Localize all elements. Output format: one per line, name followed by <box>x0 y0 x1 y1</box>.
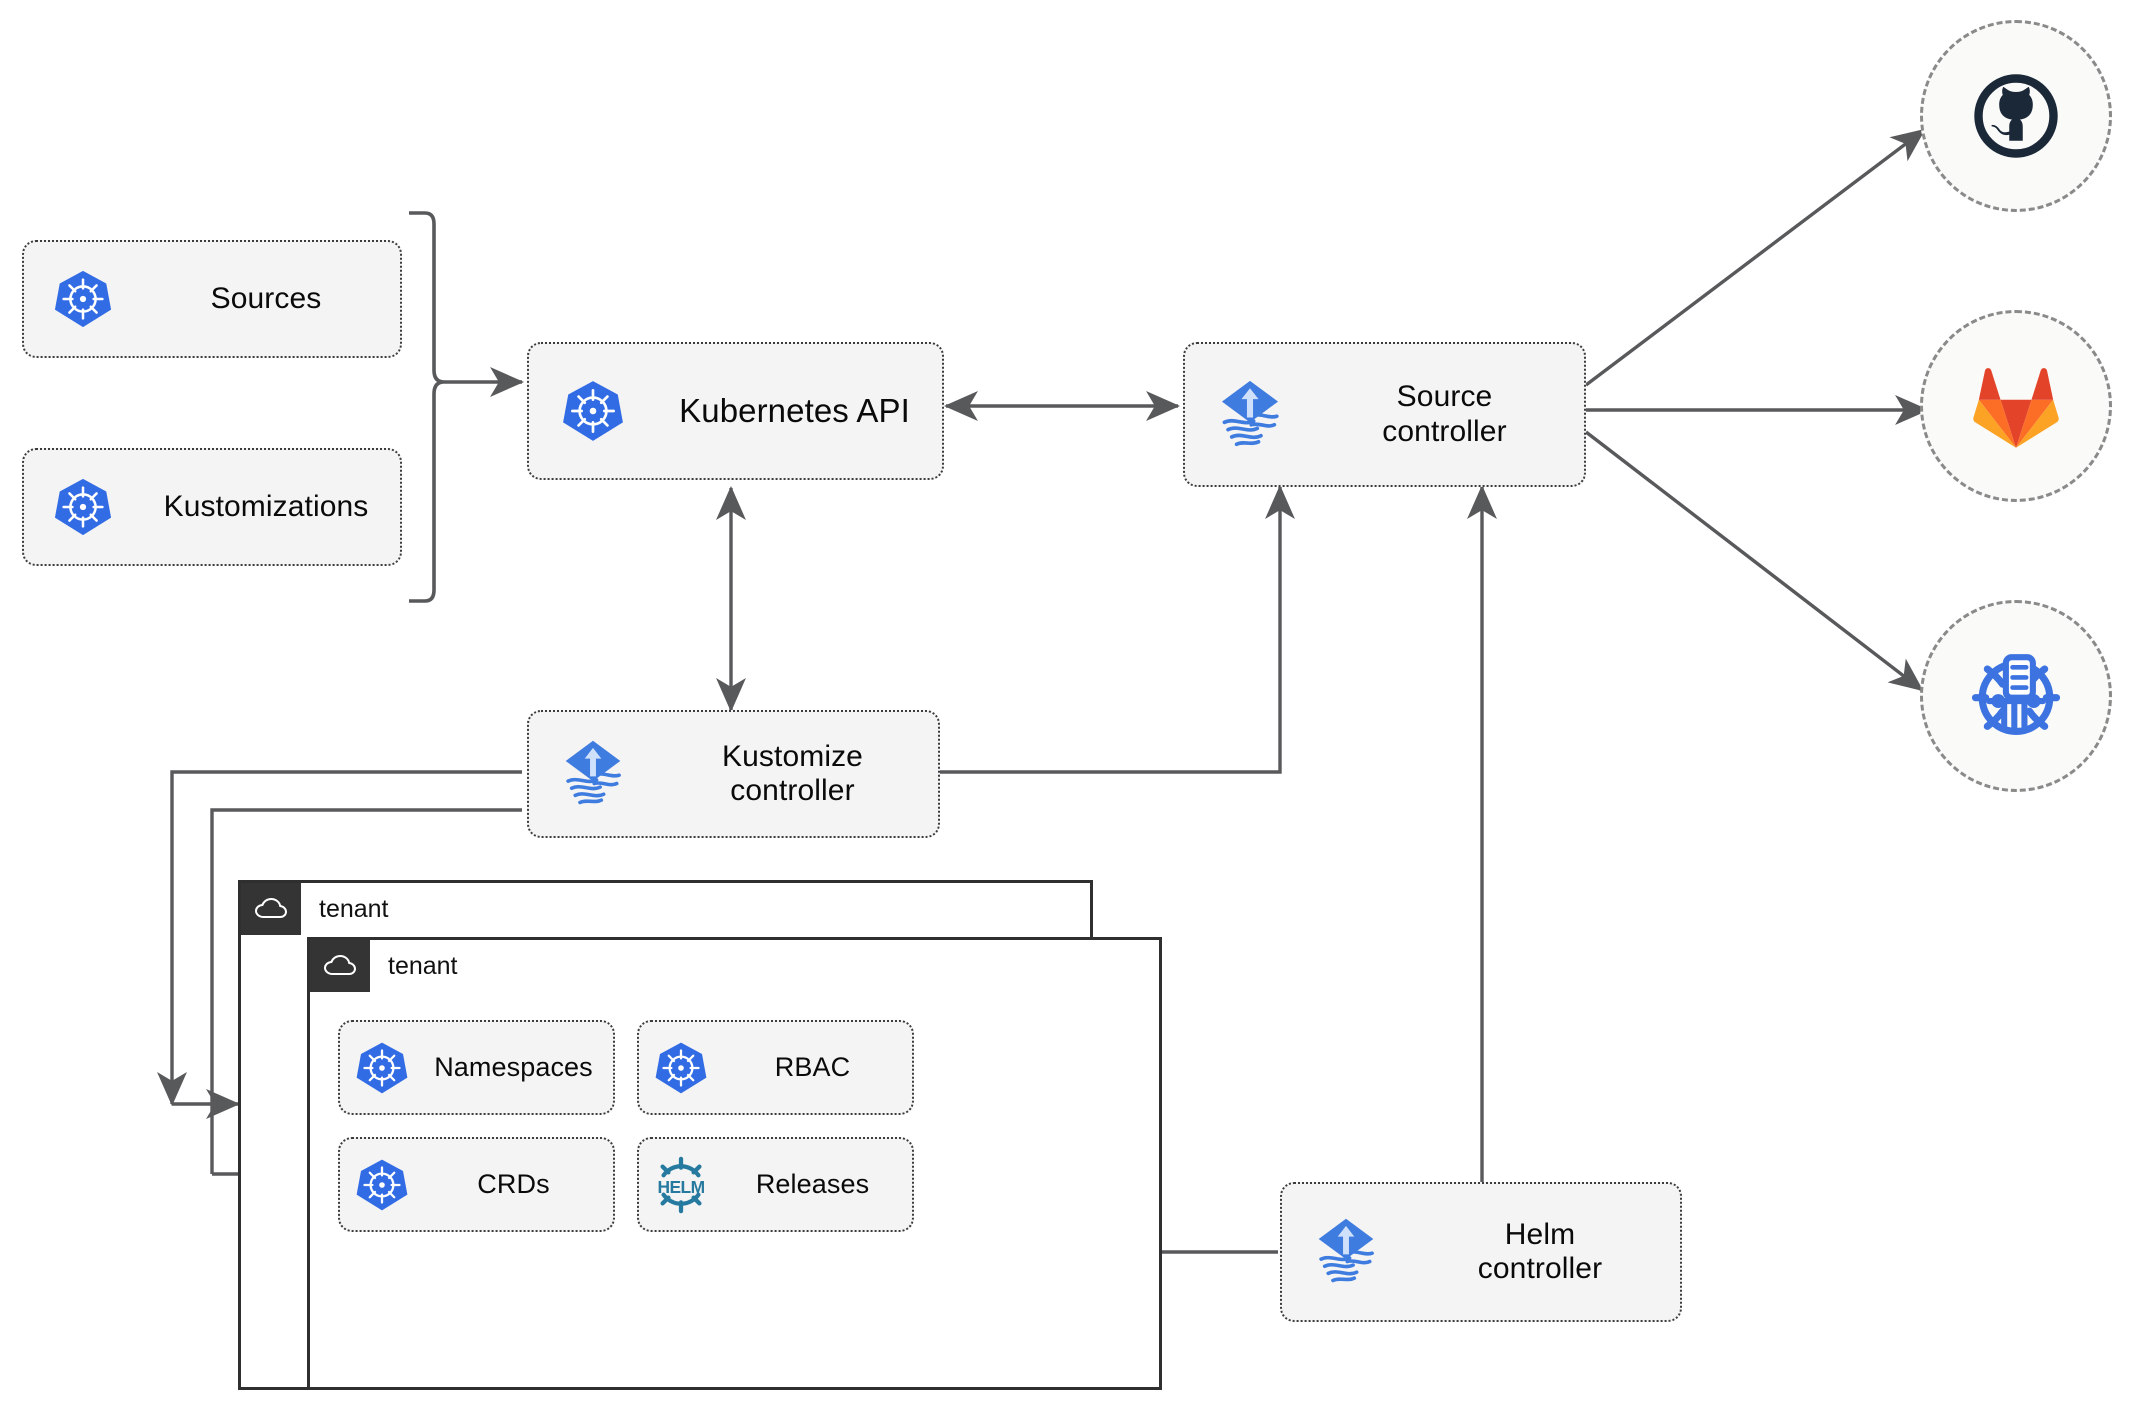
tenant-back-titlebar: tenant <box>241 883 1090 935</box>
external-service-github[interactable] <box>1920 20 2112 212</box>
resource-label: Kustomizations <box>163 489 369 523</box>
helm-icon: HELM <box>639 1154 723 1216</box>
group-bracket <box>409 211 445 603</box>
edge-source-registry <box>1584 430 1924 692</box>
tenant-resource-rbac[interactable]: RBAC <box>637 1020 914 1115</box>
helm-registry-icon <box>1971 654 2061 735</box>
kustomize-controller-line2: controller <box>730 774 855 807</box>
tenant-panel-front[interactable]: tenant <box>307 937 1162 1390</box>
kubernetes-api-label: Kubernetes API <box>679 392 910 430</box>
tenant-resource-releases[interactable]: HELM Releases <box>637 1137 914 1232</box>
tenant-resource-namespaces[interactable]: Namespaces <box>338 1020 615 1115</box>
source-controller-line1: Source <box>1396 380 1493 414</box>
tenant-resource-grid: Namespaces <box>338 1020 1131 1232</box>
external-service-registry[interactable] <box>1920 600 2112 792</box>
cloud-icon <box>241 883 301 935</box>
source-controller-line2: controller <box>1382 414 1507 448</box>
edge-kustomize-source <box>940 484 1295 774</box>
resource-label: Sources <box>210 281 322 315</box>
cloud-icon <box>310 940 370 992</box>
kubernetes-icon <box>639 1040 723 1096</box>
tenant-front-titlebar: tenant <box>310 940 1159 992</box>
kubernetes-icon <box>340 1157 424 1213</box>
kubernetes-api-node[interactable]: Kubernetes API <box>527 342 944 480</box>
kustomize-controller-line1: Kustomize <box>722 739 863 773</box>
svg-text:HELM: HELM <box>657 1176 704 1196</box>
tenant-resource-label: Releases <box>755 1169 870 1200</box>
helm-controller-line2: controller <box>1477 1252 1603 1285</box>
kubernetes-icon <box>340 1040 424 1096</box>
flux-icon <box>1185 376 1315 454</box>
tenant-resource-crds[interactable]: CRDs <box>338 1137 615 1232</box>
flux-icon <box>1282 1214 1410 1290</box>
helm-controller-line1: Helm <box>1504 1217 1576 1251</box>
tenant-resource-label: RBAC <box>774 1052 851 1083</box>
resource-card-kustomizations[interactable]: Kustomizations <box>22 448 402 566</box>
tenant-front-label: tenant <box>388 951 458 980</box>
tenant-back-label: tenant <box>319 894 389 923</box>
flux-icon <box>529 736 657 812</box>
gitlab-icon <box>1973 368 2059 448</box>
edge-source-github <box>1584 128 1926 387</box>
resource-card-sources[interactable]: Sources <box>22 240 402 358</box>
external-service-gitlab[interactable] <box>1920 310 2112 502</box>
kubernetes-icon <box>24 476 142 538</box>
tenant-resource-label: Namespaces <box>434 1052 593 1083</box>
edge-kustomize-tenant-front <box>210 808 522 1174</box>
kubernetes-icon <box>24 268 142 330</box>
github-icon <box>1974 74 2058 158</box>
kubernetes-icon <box>529 378 657 444</box>
tenant-resource-label: CRDs <box>477 1169 550 1200</box>
edge-kustomize-tenant-back <box>157 770 522 1107</box>
